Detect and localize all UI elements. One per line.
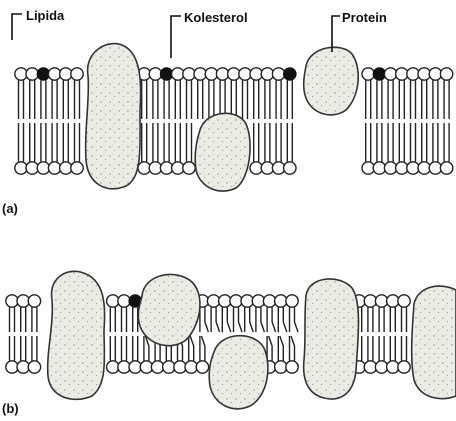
lipid-head [118,295,130,307]
membrane-protein [138,274,200,345]
protein-label: Protein [342,10,387,25]
lipid-tail [201,336,205,361]
lipid-tail [145,336,149,361]
lipid-head [440,68,452,80]
membrane-protein [48,271,105,399]
lipid-tail [272,307,276,332]
membrane-a [15,44,453,192]
membrane-protein [209,336,268,409]
lipid-tail [190,336,194,361]
membrane-b [6,271,456,409]
lipid-tail [239,307,243,332]
lipid-tail [227,307,231,332]
lipid-head [71,68,83,80]
lipid-tail [295,307,299,332]
lipid-tail [216,307,220,332]
cholesterol-leader-line [171,16,181,58]
lipid-tail [291,336,295,361]
lipid-head [398,295,410,307]
lipid-tail [280,336,284,361]
membrane-protein [304,279,359,399]
membrane-protein [412,286,456,399]
panel-a-label: (a) [2,201,18,216]
lipid-head [26,68,38,80]
lipid-head [286,295,298,307]
lipid-head [71,162,83,174]
membrane-protein [304,47,359,115]
membrane-protein [195,113,250,191]
lipid-head [286,361,298,373]
lipid-head [272,68,284,80]
panel-b-label: (b) [2,401,19,416]
lipid-tail [261,307,265,332]
lipid-leader-line [12,14,22,40]
membrane-protein [86,44,141,189]
lipid-label: Lipida [26,8,65,23]
protein-group [86,44,359,192]
lipid-head [440,162,452,174]
lipid-head [28,295,40,307]
cholesterol-head [284,68,296,80]
cholesterol-label: Kolesterol [184,10,248,25]
lipid-head [362,68,374,80]
lipid-head [196,361,208,373]
lipid-tail [283,307,287,332]
lipid-head [284,162,296,174]
lipid-head [398,361,410,373]
lipid-head [28,361,40,373]
lipid-tail [269,336,273,361]
lipid-head [149,68,161,80]
lipid-head [183,162,195,174]
lipid-tail [250,307,254,332]
lipid-tail [205,307,209,332]
